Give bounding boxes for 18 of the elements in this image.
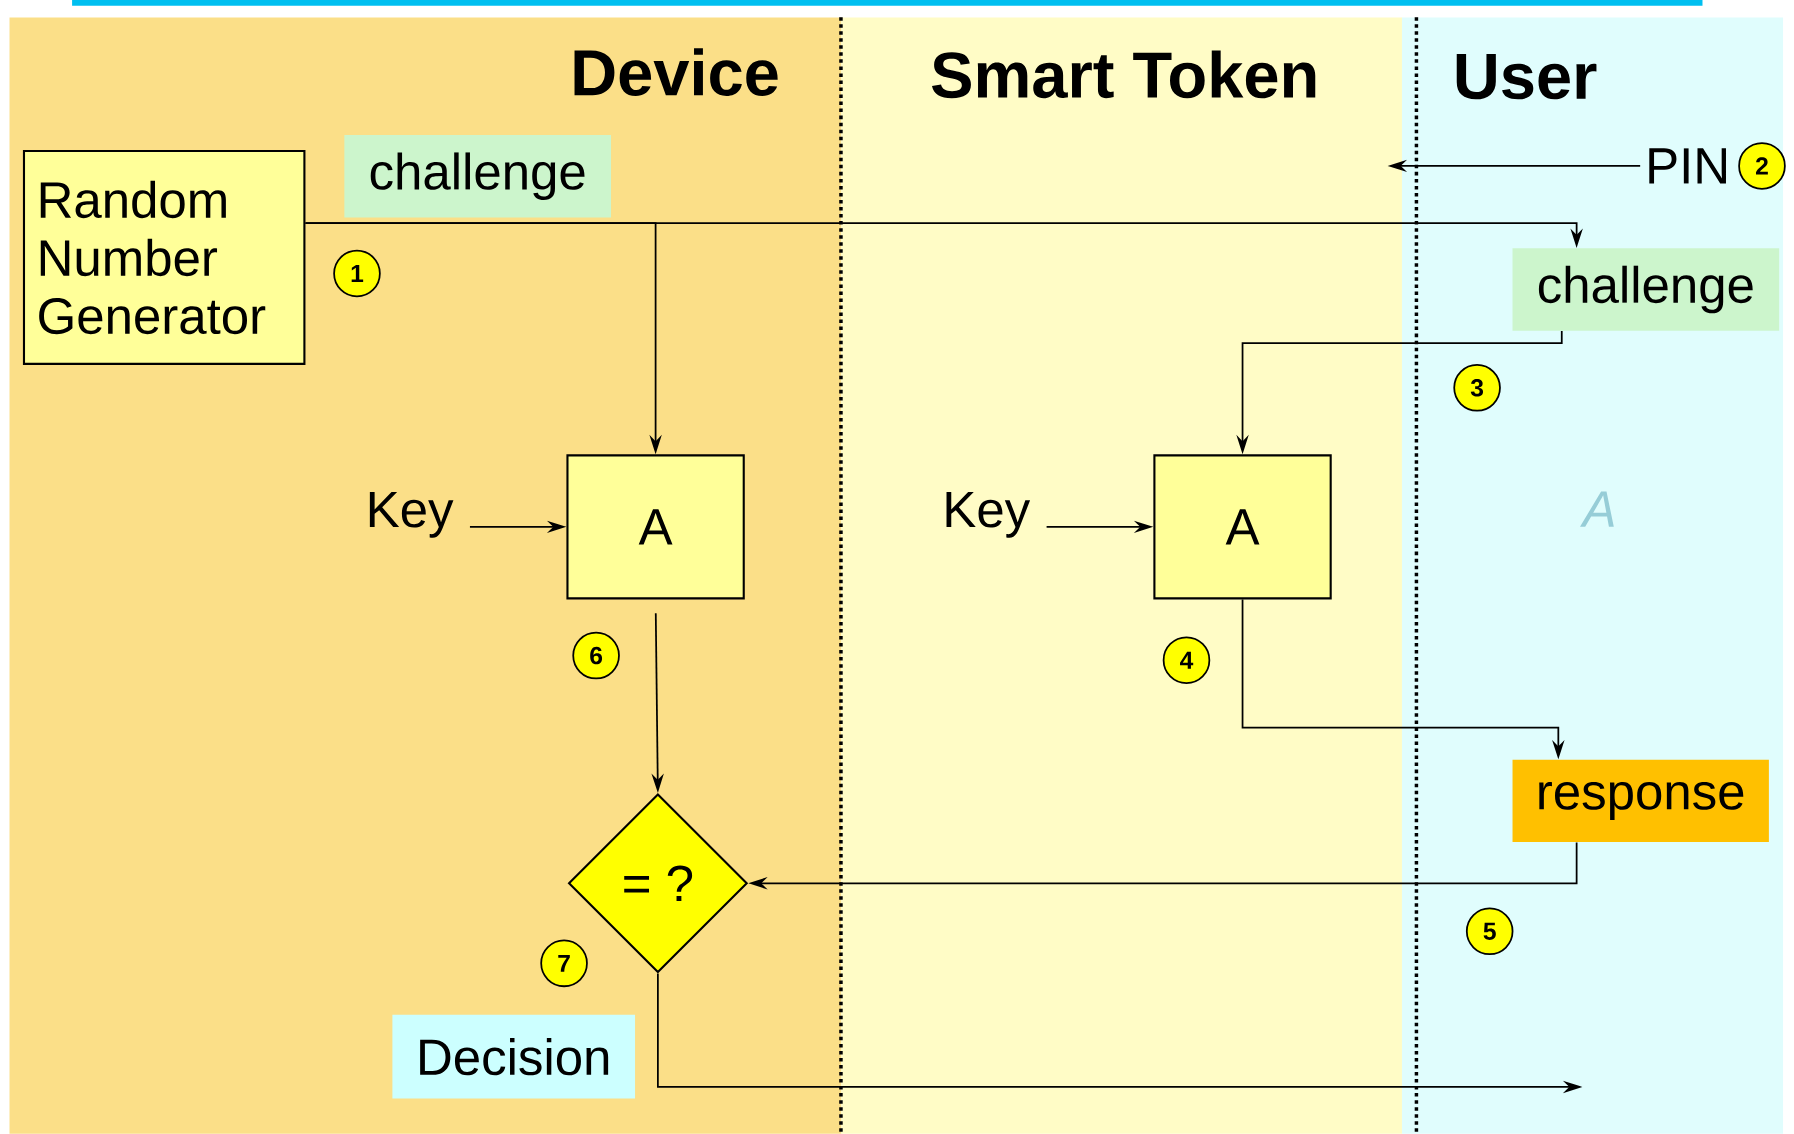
step-number: 7 [540,939,588,988]
input-text: Key [946,492,1031,538]
process-box: challenge [344,135,611,218]
step-number: 1 [333,249,381,298]
input-text: Key [369,492,454,538]
process-box: response [1512,759,1769,843]
faint-letter: A [1580,491,1614,527]
step-number: 4 [1162,636,1211,684]
process-box: A [1153,454,1332,600]
step-number: 5 [1465,907,1514,956]
input-text: PIN [1649,148,1726,184]
process-box: A [566,454,745,600]
process-box: Random Number Generator [22,150,306,365]
step-number: 6 [572,631,620,680]
step-number: 2 [1738,142,1786,190]
process-box: challenge [1512,248,1780,331]
process-box: Decision [392,1014,636,1099]
step-number: 3 [1453,364,1501,412]
